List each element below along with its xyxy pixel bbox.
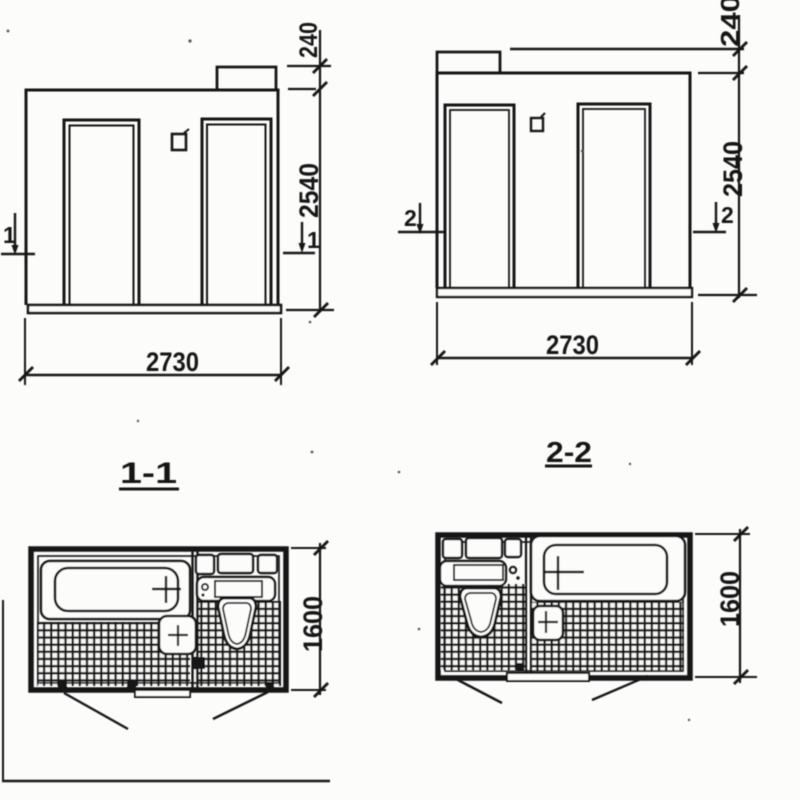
svg-text:2540: 2540 (718, 141, 748, 197)
svg-text:2730: 2730 (546, 330, 599, 360)
svg-text:1: 1 (3, 222, 16, 248)
svg-text:2: 2 (404, 205, 417, 231)
svg-text:2730: 2730 (146, 347, 199, 377)
svg-text:240: 240 (295, 22, 323, 58)
svg-text:2-2: 2-2 (546, 437, 592, 469)
svg-text:1: 1 (307, 227, 320, 253)
svg-text:1600: 1600 (298, 596, 328, 652)
svg-text:240: 240 (715, 0, 745, 47)
svg-text:1600: 1600 (715, 571, 745, 627)
svg-text:2540: 2540 (294, 163, 324, 218)
svg-text:2: 2 (721, 202, 734, 228)
svg-text:1-1: 1-1 (120, 457, 177, 490)
